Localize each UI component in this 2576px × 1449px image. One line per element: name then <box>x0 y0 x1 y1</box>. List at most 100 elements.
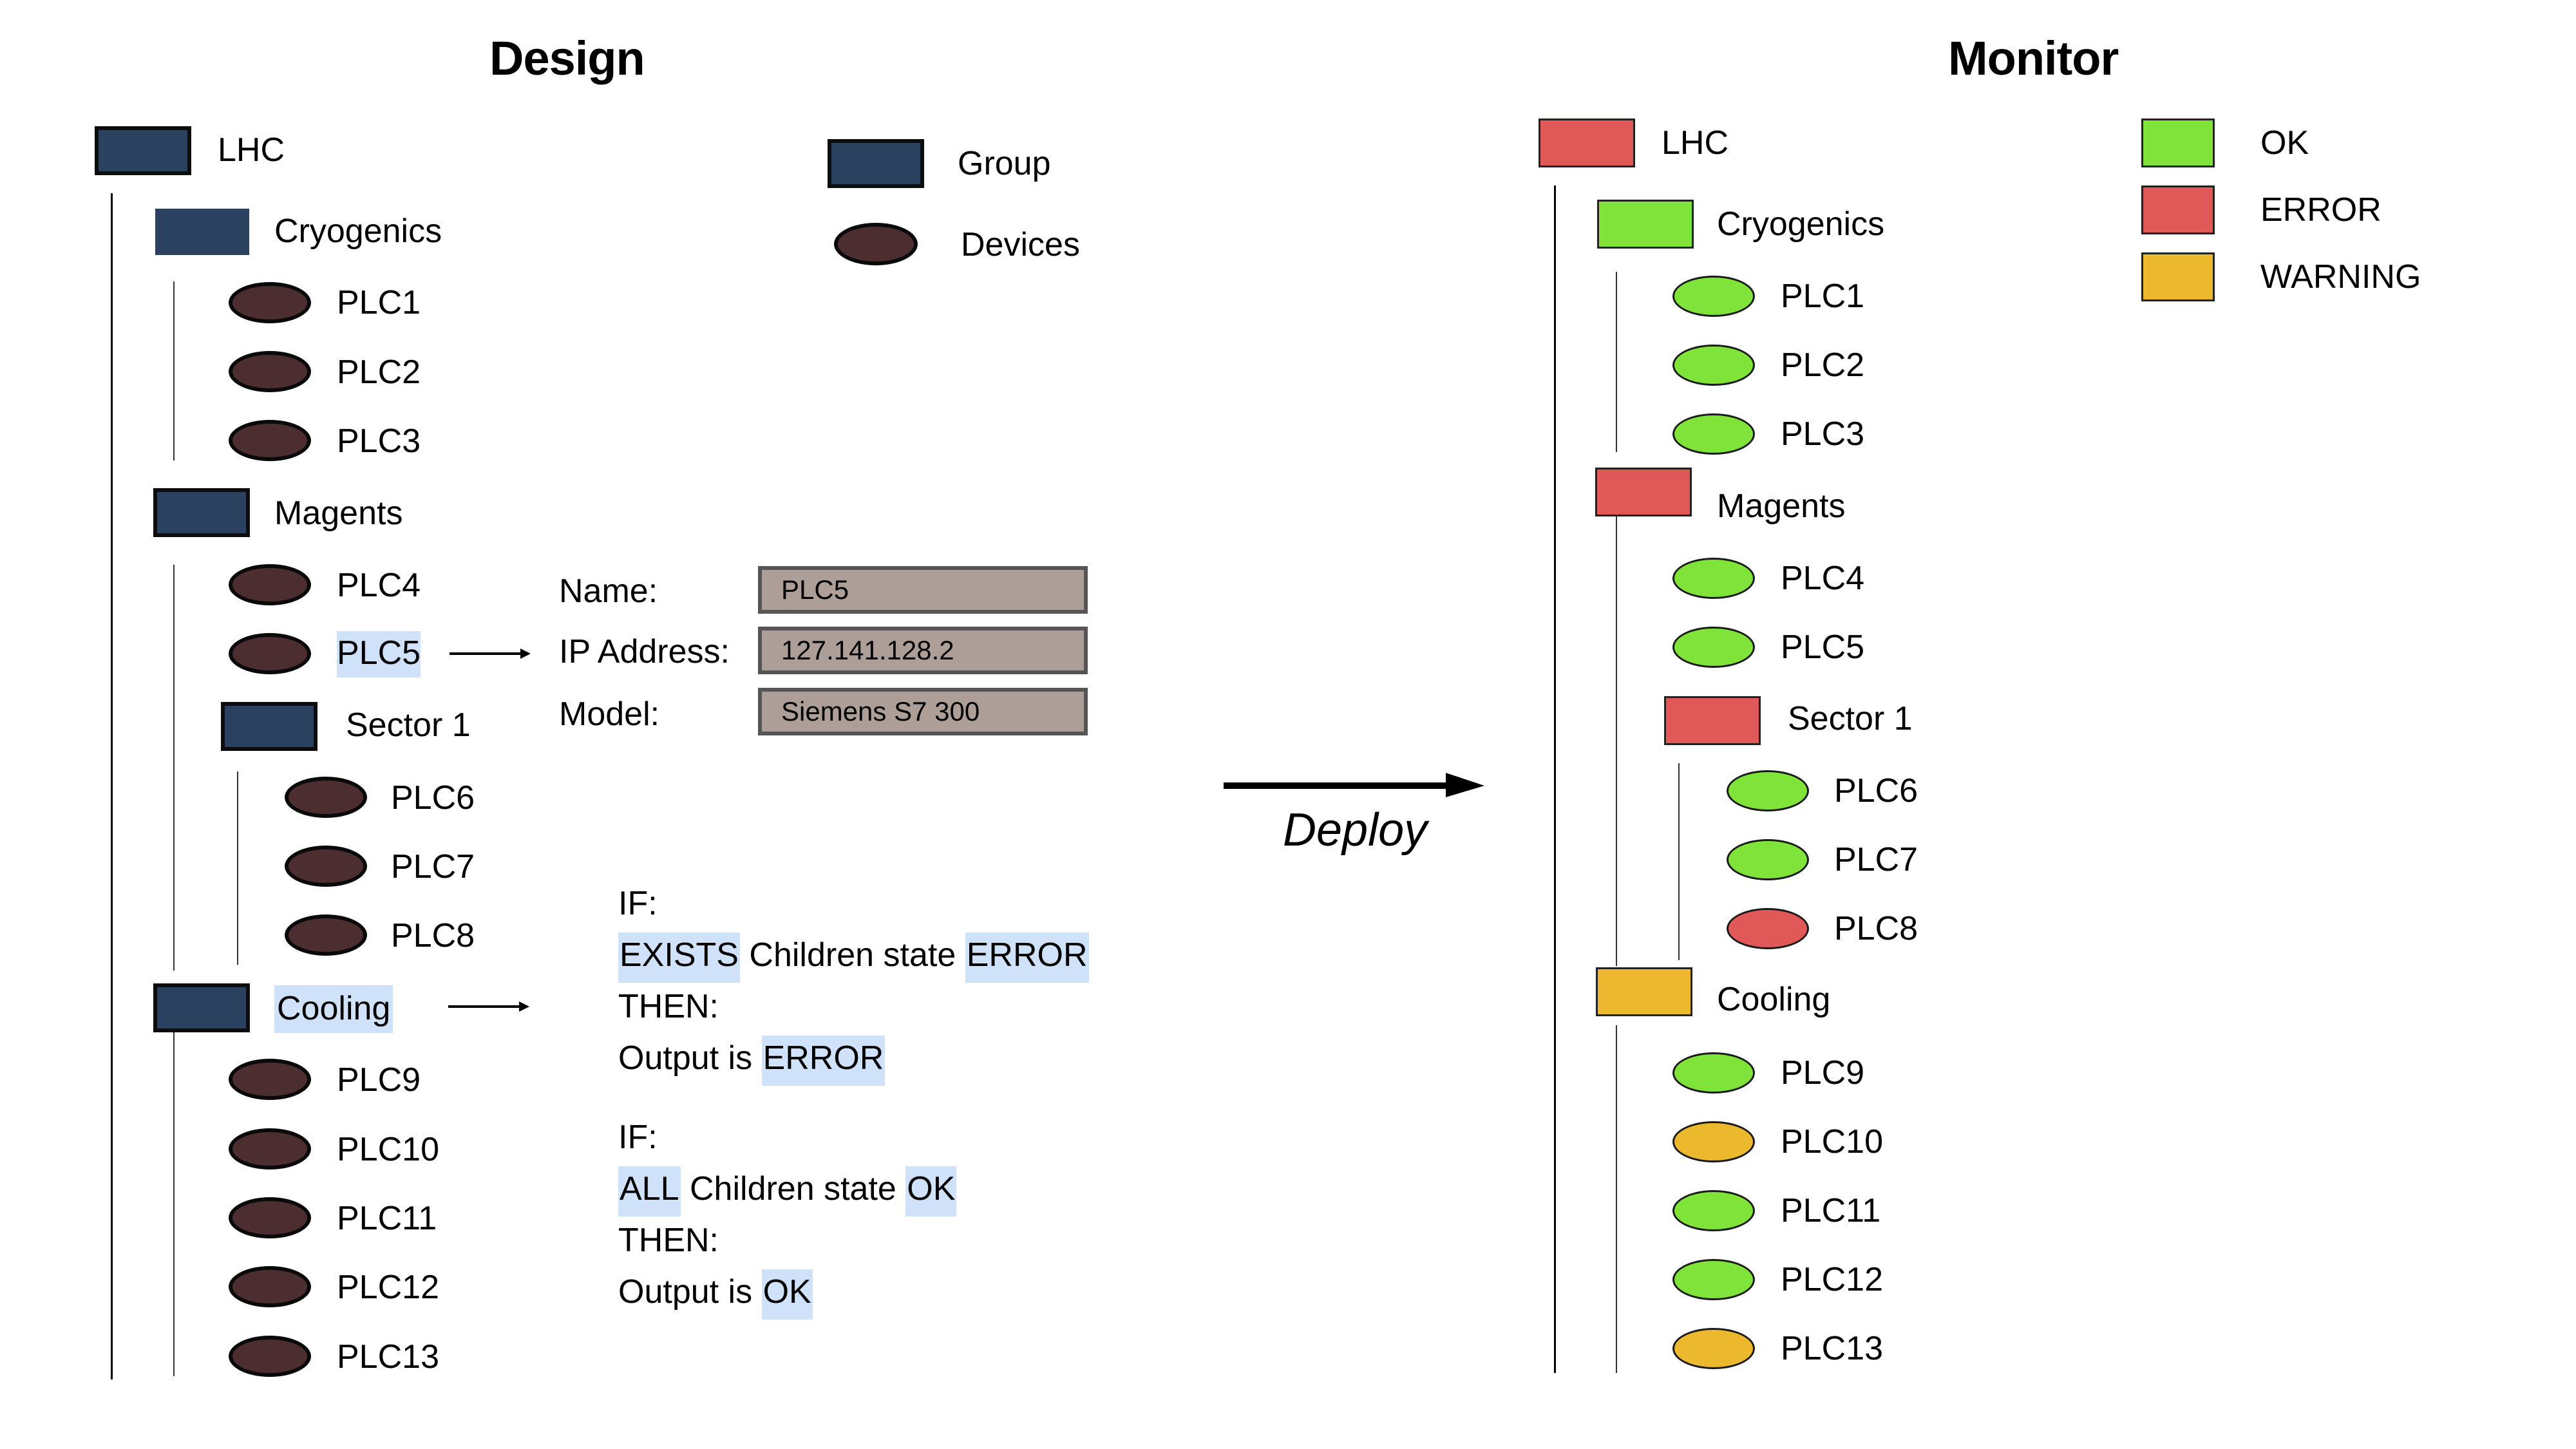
design-title: Design <box>489 32 645 85</box>
name-field[interactable]: PLC5 <box>758 566 1088 614</box>
ip-address-label: IP Address: <box>559 633 730 670</box>
device-icon <box>229 1266 311 1307</box>
arrow-plc5-properties <box>450 649 531 659</box>
rule-if-label: IF: <box>618 885 658 922</box>
legend-ok-swatch <box>2141 118 2215 167</box>
device-status-icon <box>1672 627 1755 668</box>
tree-line-magents <box>173 565 175 971</box>
monitor-tree-line-cryogenics <box>1616 272 1617 452</box>
device-icon <box>229 1197 311 1238</box>
device-icon <box>285 914 367 956</box>
legend-device-icon <box>834 223 918 265</box>
monitor-title: Monitor <box>1948 32 2119 85</box>
tree-line-cooling <box>173 1027 175 1376</box>
node-label: PLC6 <box>1834 772 1918 810</box>
legend-warning-swatch <box>2141 252 2215 301</box>
monitor-tree-line-magents <box>1616 516 1617 966</box>
device-icon <box>229 564 311 605</box>
node-label: PLC1 <box>337 284 421 321</box>
node-label: PLC9 <box>337 1061 421 1099</box>
device-status-icon <box>1727 770 1809 811</box>
device-status-icon <box>1672 1190 1755 1231</box>
node-label: PLC12 <box>1781 1261 1883 1298</box>
group-status-icon <box>1664 696 1761 745</box>
device-icon <box>229 1059 311 1100</box>
rule-output: Output is OK <box>618 1269 813 1320</box>
node-label: PLC2 <box>337 354 421 391</box>
rule-output-text: Output is <box>618 1039 753 1077</box>
node-label-selected: Cooling <box>274 985 393 1033</box>
node-label: PLC11 <box>337 1200 437 1237</box>
device-icon <box>229 633 311 674</box>
node-label: LHC <box>1662 124 1729 162</box>
device-icon <box>285 846 367 887</box>
node-label: PLC3 <box>1781 415 1865 453</box>
deploy-arrow <box>1224 773 1484 797</box>
group-icon <box>95 126 191 175</box>
rule-then-label: THEN: <box>618 988 719 1025</box>
model-label: Model: <box>559 696 660 733</box>
group-status-icon <box>1539 118 1635 167</box>
device-icon <box>229 1128 311 1170</box>
group-status-icon <box>1596 967 1692 1016</box>
rule-quantifier: ALL <box>618 1166 681 1217</box>
rule-output-state: ERROR <box>761 1036 886 1086</box>
device-icon <box>285 777 367 818</box>
node-label: Cryogenics <box>1717 205 1885 243</box>
node-label: Magents <box>1717 488 1846 525</box>
ip-address-field[interactable]: 127.141.128.2 <box>758 627 1088 674</box>
rule-output-state: OK <box>761 1269 813 1320</box>
node-label: PLC11 <box>1781 1192 1881 1229</box>
rule-condition-state: ERROR <box>965 933 1089 983</box>
node-label: Cooling <box>1717 981 1831 1018</box>
legend-group-label: Group <box>958 145 1051 182</box>
rule-output-text: Output is <box>618 1273 753 1311</box>
node-label: LHC <box>218 131 285 169</box>
node-label: PLC7 <box>1834 841 1918 878</box>
legend-group-icon <box>828 139 924 188</box>
monitor-tree-line-lhc <box>1554 185 1556 1373</box>
deploy-label[interactable]: Deploy <box>1283 804 1428 856</box>
device-status-icon <box>1727 908 1809 949</box>
node-label: PLC4 <box>1781 560 1865 597</box>
node-label: PLC10 <box>337 1131 439 1168</box>
monitor-tree-line-sector1 <box>1678 763 1680 960</box>
arrow-cooling-rules <box>448 1001 529 1012</box>
device-status-icon <box>1672 413 1755 455</box>
group-icon <box>155 209 249 255</box>
node-label: PLC2 <box>1781 346 1865 384</box>
group-icon <box>153 983 250 1032</box>
node-label: PLC13 <box>1781 1330 1883 1367</box>
rule-then-label: THEN: <box>618 1222 719 1259</box>
device-status-icon <box>1672 1052 1755 1094</box>
node-label: PLC9 <box>1781 1054 1865 1092</box>
device-icon <box>229 420 311 461</box>
device-status-icon <box>1672 558 1755 599</box>
node-label: Sector 1 <box>346 706 471 744</box>
device-status-icon <box>1672 1121 1755 1162</box>
device-icon <box>229 1336 311 1377</box>
rule-quantifier: EXISTS <box>618 933 740 983</box>
tree-line-sector1 <box>237 772 238 965</box>
rule-condition: ALL Children state OK <box>618 1166 957 1217</box>
device-icon <box>229 351 311 392</box>
device-icon <box>229 282 311 323</box>
legend-warning-label: WARNING <box>2260 258 2421 296</box>
device-status-icon <box>1727 839 1809 880</box>
node-label: PLC8 <box>1834 910 1918 947</box>
node-label: PLC3 <box>337 422 421 460</box>
node-label: Cryogenics <box>274 213 442 250</box>
node-label: Magents <box>274 495 403 532</box>
node-label: PLC12 <box>337 1269 439 1306</box>
device-status-icon <box>1672 276 1755 317</box>
node-label: PLC10 <box>1781 1123 1883 1160</box>
tree-line-lhc <box>111 193 113 1379</box>
legend-ok-label: OK <box>2260 124 2309 162</box>
node-label: PLC7 <box>391 848 475 886</box>
model-field[interactable]: Siemens S7 300 <box>758 688 1088 735</box>
legend-device-label: Devices <box>961 226 1080 263</box>
legend-error-label: ERROR <box>2260 191 2382 229</box>
group-icon <box>153 488 250 537</box>
name-label: Name: <box>559 573 658 610</box>
node-label: PLC1 <box>1781 278 1865 315</box>
